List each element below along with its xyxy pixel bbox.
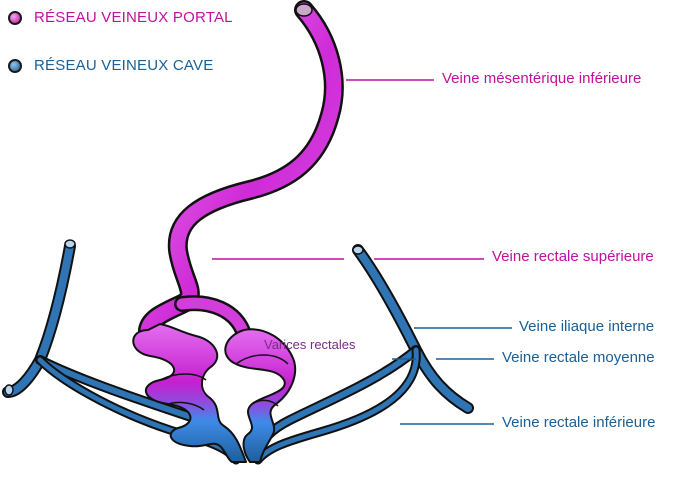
label-rectale-inf: Veine rectale inférieure bbox=[502, 414, 656, 431]
mesenteric-stump bbox=[295, 3, 313, 17]
portal-dot-icon bbox=[8, 10, 22, 25]
right-vein-stump bbox=[352, 245, 364, 255]
label-iliaque: Veine iliaque interne bbox=[519, 318, 655, 335]
legend-portal: RÉSEAU VEINEUX PORTAL bbox=[8, 9, 233, 26]
caval-veins bbox=[2, 239, 474, 465]
leader-lines bbox=[212, 79, 512, 425]
label-rectale-moy: Veine rectale moyenne bbox=[502, 349, 655, 366]
right-varix-plexus bbox=[224, 328, 297, 463]
legend-cave-label: RÉSEAU VEINEUX CAVE bbox=[34, 57, 214, 74]
portal-vein bbox=[138, 0, 344, 342]
legend-cave: RÉSEAU VEINEUX CAVE bbox=[8, 57, 213, 74]
label-mesenterique: Veine mésentérique inférieure bbox=[442, 70, 642, 87]
label-varices: Varices rectales bbox=[264, 337, 356, 352]
left-lateral-stump bbox=[4, 384, 14, 396]
legend-portal-label: RÉSEAU VEINEUX PORTAL bbox=[34, 9, 233, 26]
rectal-varices bbox=[132, 323, 297, 463]
label-rectale-sup: Veine rectale supérieure bbox=[492, 248, 654, 265]
cave-dot-icon bbox=[8, 58, 22, 73]
left-vein-stump bbox=[64, 239, 76, 249]
